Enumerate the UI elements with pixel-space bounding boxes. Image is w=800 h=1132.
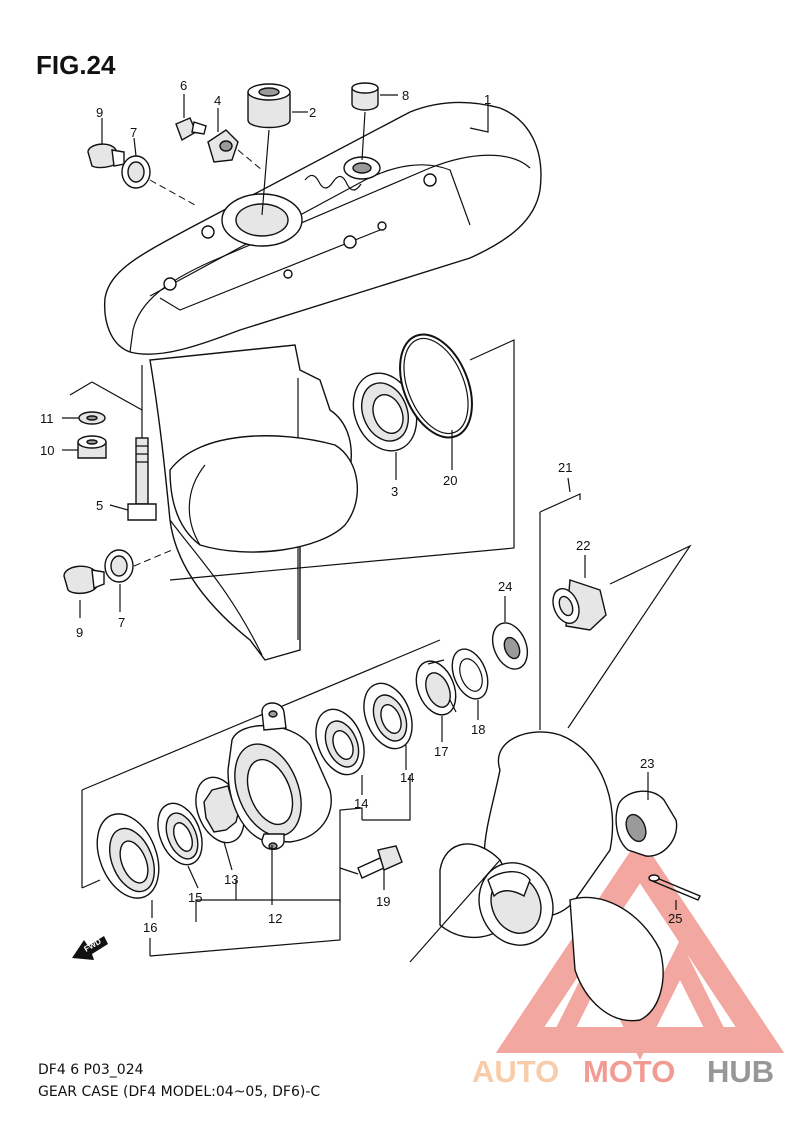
watermark-moto: MOTO: [583, 1054, 675, 1089]
figure-caption: GEAR CASE (DF4 MODEL:04~05, DF6)-C: [38, 1084, 321, 1100]
part-17-thrust-washer: [415, 659, 457, 716]
callout-5: 5: [96, 498, 103, 513]
callout-14-b: 14: [400, 770, 414, 785]
part-19-bolt: [357, 845, 403, 879]
callout-19: 19: [376, 894, 390, 909]
callout-7-lower: 7: [118, 615, 125, 630]
callout-17: 17: [434, 744, 448, 759]
callout-21: 21: [558, 460, 572, 475]
callout-22: 22: [576, 538, 590, 553]
part-14-oil-seal-b: [363, 682, 413, 750]
callout-10: 10: [40, 443, 54, 458]
callout-14-a: 14: [354, 796, 368, 811]
callout-3: 3: [391, 484, 398, 499]
callout-23: 23: [640, 756, 654, 771]
part-22-thrust-bushing: [552, 579, 607, 631]
part-24-spacer: [491, 622, 529, 670]
callout-16: 16: [143, 920, 157, 935]
part-20-o-ring: [399, 333, 473, 439]
watermark-auto: AUTO: [472, 1054, 559, 1089]
figure-code: DF4 6 P03_024: [38, 1062, 144, 1078]
part-5-stud-bolt: [127, 365, 157, 521]
part-21-propeller: [439, 731, 664, 1022]
part-14-oil-seal-a: [315, 708, 365, 776]
callout-25: 25: [668, 911, 682, 926]
part-12-bearing-housing: [227, 702, 332, 850]
part-25-cotter-pin: [648, 874, 701, 901]
part-15-needle-bearing: [157, 802, 203, 866]
forward-direction-arrow: FWD: [72, 936, 108, 960]
callout-12: 12: [268, 911, 282, 926]
callout-18: 18: [471, 722, 485, 737]
part-18-washer: [451, 648, 489, 700]
part-9-plug-upper: [87, 143, 125, 169]
part-9-plug-lower: [63, 565, 105, 595]
part-7-washer-upper: [121, 155, 196, 206]
callout-15: 15: [188, 890, 202, 905]
part-3-bearing: [352, 372, 418, 452]
callout-6: 6: [180, 78, 187, 93]
watermark-hub: HUB: [707, 1054, 774, 1089]
callout-9-upper: 9: [96, 105, 103, 120]
part-2-sleeve: [247, 83, 291, 216]
callout-labels: 1 2 3 4 5 6 7 7 8 9 9 10 11 12 13 14 14 …: [40, 78, 682, 935]
callout-2: 2: [309, 105, 316, 120]
part-10-nut: [77, 435, 107, 459]
part-16-bearing: [96, 813, 160, 899]
part-4-nut: [207, 129, 263, 171]
callout-13: 13: [224, 872, 238, 887]
part-8-plug: [351, 82, 379, 161]
part-6-bolt: [175, 117, 207, 142]
callout-9-lower: 9: [76, 625, 83, 640]
figure-title: FIG.24: [36, 50, 116, 80]
part-23-propeller-nut: [615, 790, 678, 857]
gear-case-housing: [103, 101, 542, 661]
callout-24: 24: [498, 579, 512, 594]
callout-1: 1: [484, 92, 491, 107]
callout-20: 20: [443, 473, 457, 488]
callout-4: 4: [214, 93, 221, 108]
callout-11: 11: [40, 411, 54, 426]
watermark-logo: AUTO MOTO HUB: [472, 1054, 774, 1089]
callout-8: 8: [402, 88, 409, 103]
callout-7-upper: 7: [130, 125, 137, 140]
part-11-washer: [78, 411, 106, 425]
part-7-washer-lower: [104, 549, 173, 583]
